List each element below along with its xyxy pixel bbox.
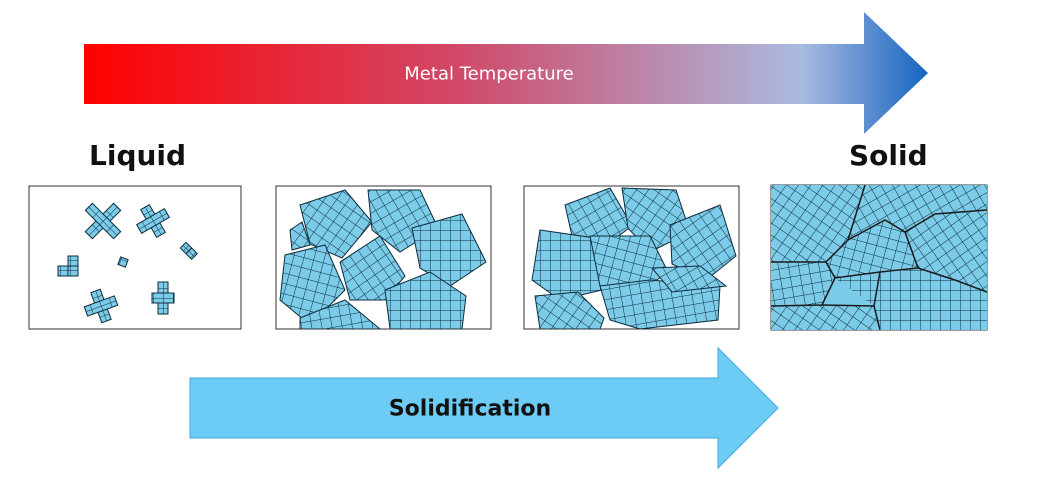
- solidification-label: Solidification: [388, 396, 552, 422]
- temperature-arrow: [84, 12, 928, 134]
- metal-temperature-label: Metal Temperature: [404, 63, 574, 85]
- nucleation-stage-panel: [275, 185, 492, 330]
- growth-stage-panel: [523, 185, 740, 330]
- liquid-label: Liquid: [89, 139, 187, 172]
- liquid-stage-panel: [28, 185, 242, 330]
- solid-stage-panel: [770, 184, 988, 331]
- solid-label: Solid: [849, 139, 928, 172]
- nucleus-cluster: [57, 202, 199, 324]
- solidification-arrow: [189, 346, 779, 470]
